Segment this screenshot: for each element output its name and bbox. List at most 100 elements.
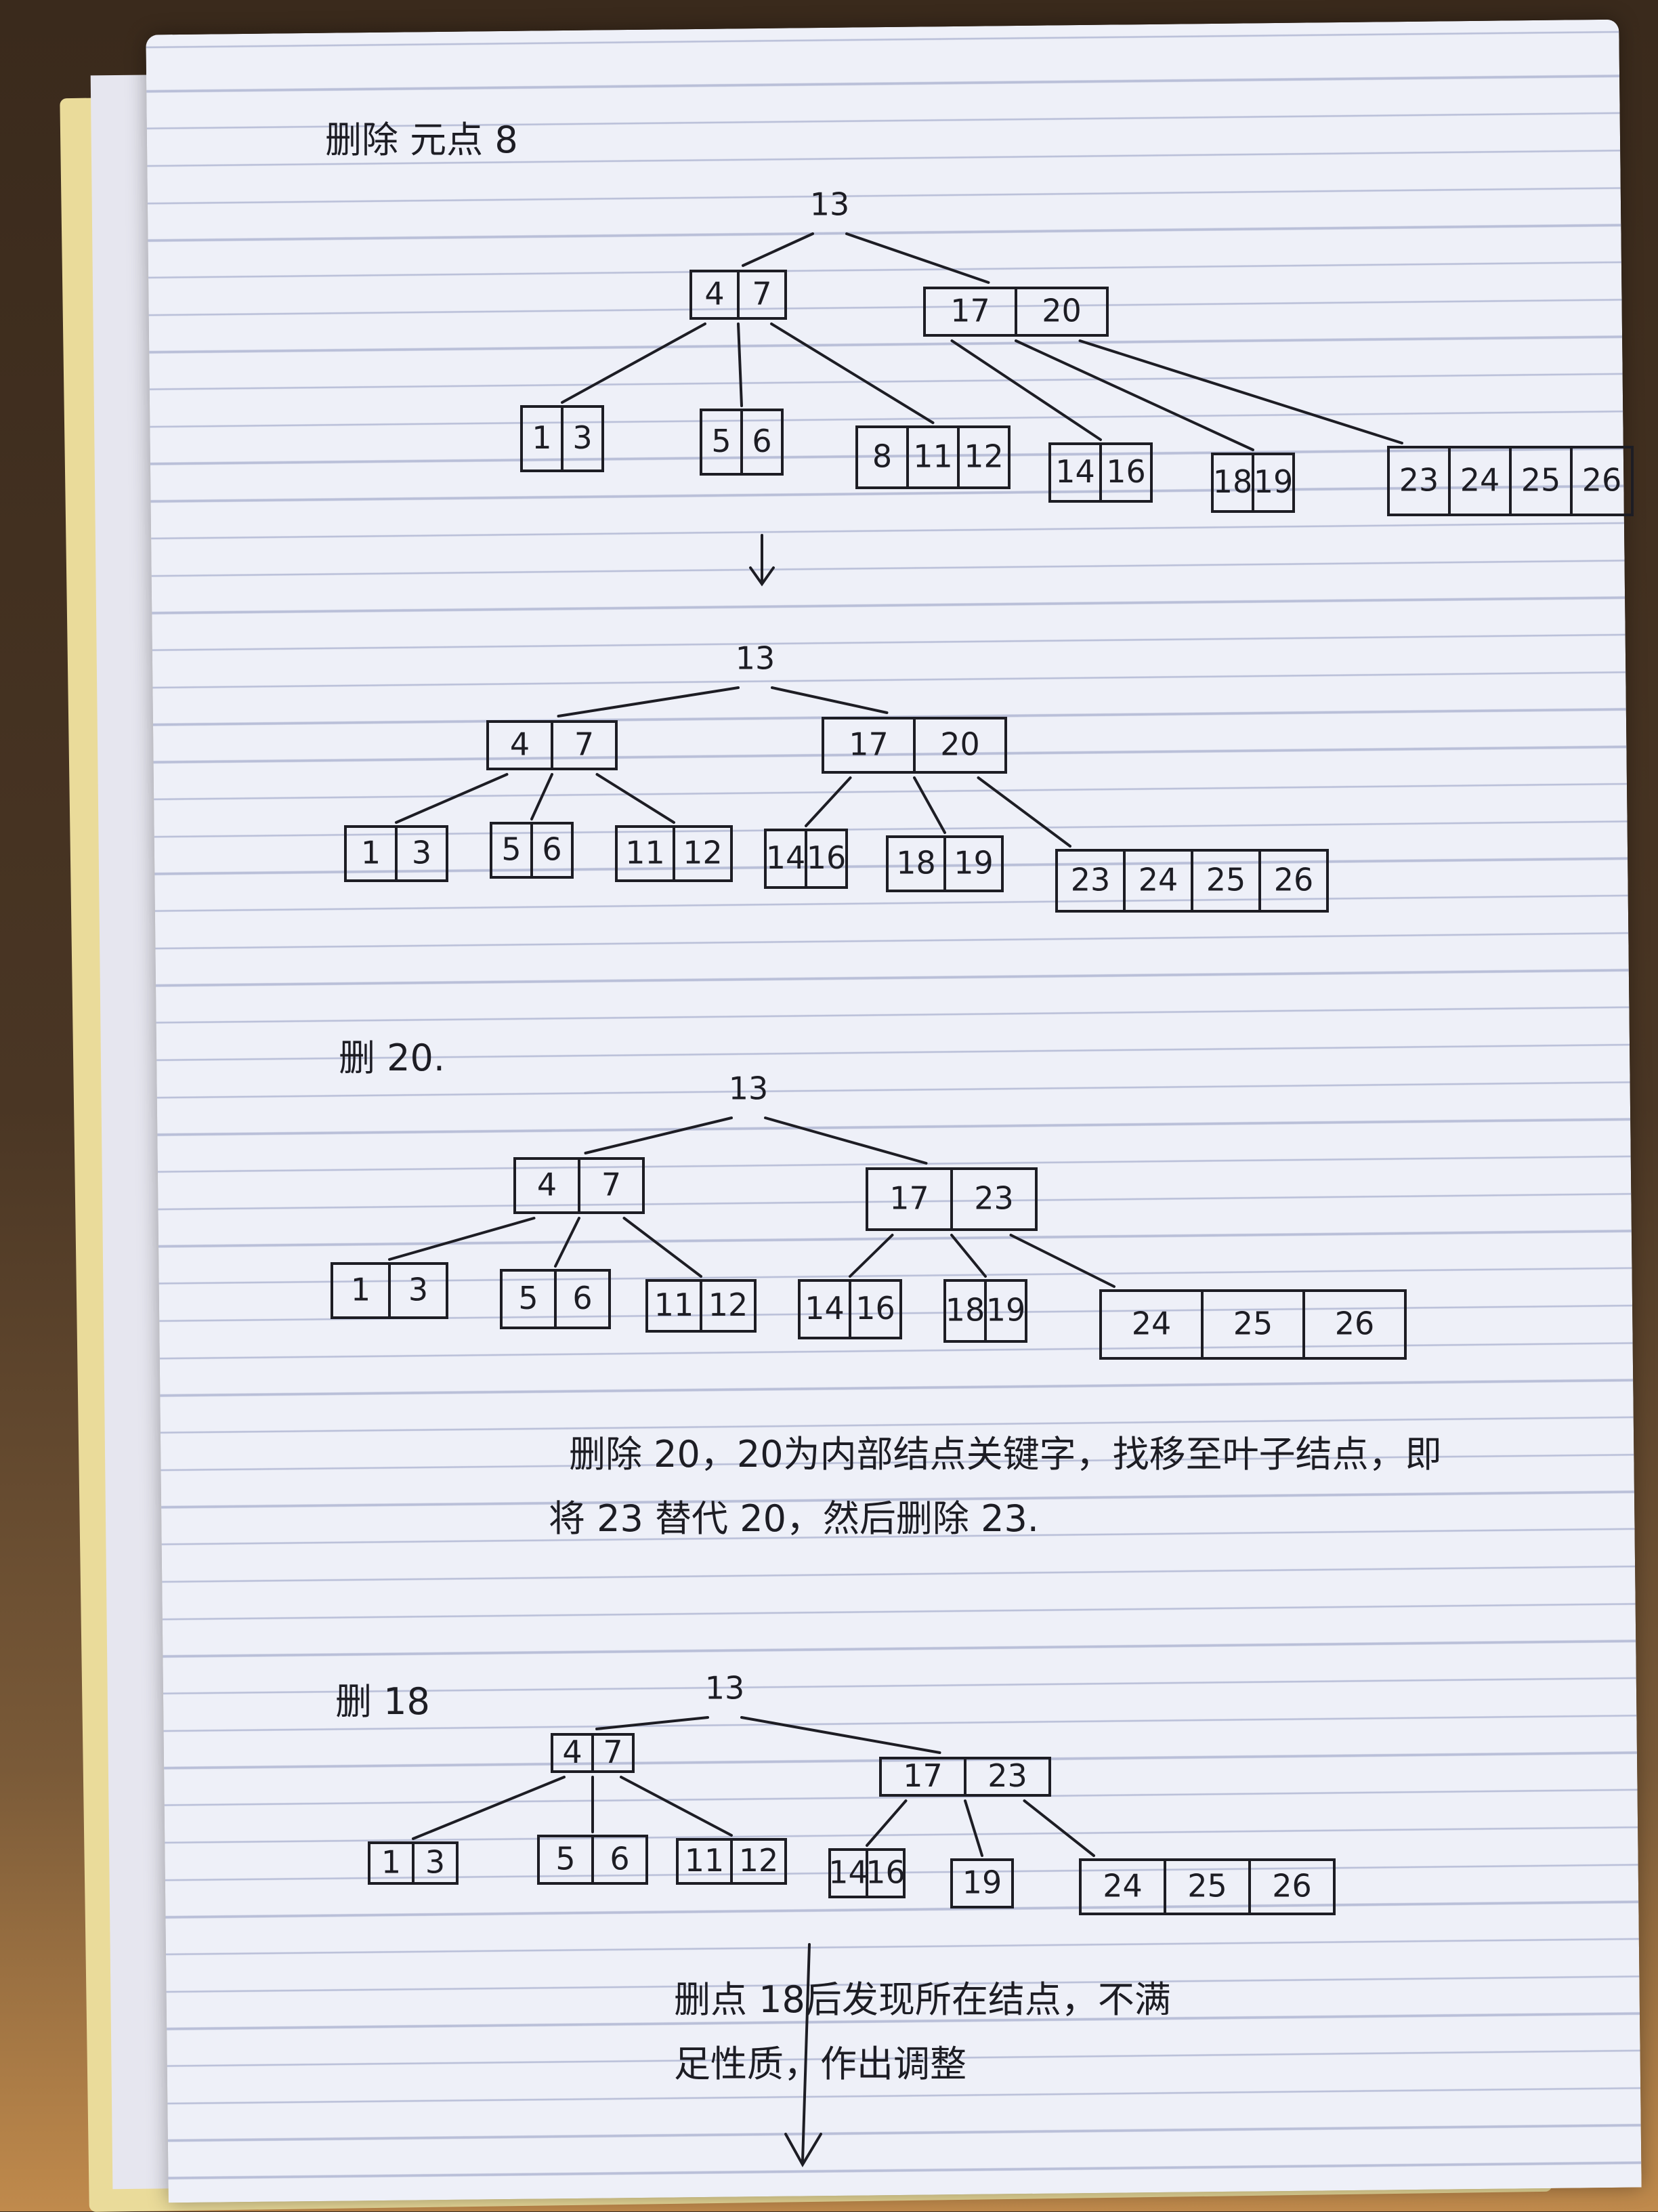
node-key: 24 xyxy=(1103,1868,1143,1904)
root-key: 13 xyxy=(729,1070,769,1107)
node-key: 14 xyxy=(805,1290,845,1327)
root-key: 13 xyxy=(810,186,850,223)
tree-edge xyxy=(388,1217,536,1261)
node-box xyxy=(855,425,1011,489)
leaf-node: 14 16 xyxy=(798,1279,902,1339)
node-key: 6 xyxy=(542,831,561,868)
tree-edge xyxy=(584,1117,733,1154)
tree-edge xyxy=(412,1776,566,1840)
heading-delete-18: 删 18 xyxy=(335,1680,430,1723)
node-key: 23 xyxy=(1399,462,1439,499)
node-key: 3 xyxy=(408,1272,428,1308)
leaf-node: 24 25 26 xyxy=(1079,1858,1336,1915)
node-key: 14 xyxy=(828,1854,868,1891)
tree-edge xyxy=(1009,1234,1115,1288)
root-key: 13 xyxy=(705,1670,745,1707)
leaf-node: 11 12 xyxy=(615,825,733,882)
tree-edge xyxy=(805,776,852,827)
tree-edge xyxy=(950,1234,987,1278)
node-key: 25 xyxy=(1233,1306,1273,1342)
node-key: 23 xyxy=(987,1757,1027,1794)
node-key: 18 xyxy=(896,845,936,881)
node-key: 3 xyxy=(425,1844,445,1881)
leaf-node: 11 12 xyxy=(676,1838,787,1885)
node-key: 4 xyxy=(562,1734,582,1770)
node-key: 16 xyxy=(807,839,847,876)
node-key: 11 xyxy=(625,835,665,871)
node-key: 19 xyxy=(954,845,994,881)
tree-edge xyxy=(913,776,946,834)
node-key: 20 xyxy=(940,726,980,763)
node-key: 6 xyxy=(572,1280,592,1316)
tree-edge xyxy=(530,773,553,820)
node-key: 11 xyxy=(913,438,953,475)
tree-edge xyxy=(771,686,889,714)
node-key: 16 xyxy=(855,1290,895,1327)
node-key: 1 xyxy=(381,1844,401,1881)
tree-edge xyxy=(770,322,935,424)
tree-edge xyxy=(742,232,814,267)
tree-edge xyxy=(595,1716,709,1730)
node-key: 25 xyxy=(1206,862,1246,898)
tree-edge xyxy=(764,1117,928,1165)
tree-edge xyxy=(1078,339,1403,444)
node-key: 11 xyxy=(685,1842,725,1879)
node-key: 18 xyxy=(1213,463,1253,500)
heading-delete-8: 删除 元点 8 xyxy=(325,119,518,161)
tree-edge xyxy=(740,1716,941,1754)
node-key: 20 xyxy=(1042,293,1082,329)
tree-edge xyxy=(1023,1799,1095,1857)
note-delete-20-line1: 删除 20，20为内部结点关键字，找移至叶子结点，即 xyxy=(569,1433,1442,1476)
tree-edge xyxy=(964,1799,983,1857)
node-key: 24 xyxy=(1139,862,1178,898)
node-key: 16 xyxy=(1106,453,1146,490)
node-key: 25 xyxy=(1187,1868,1227,1904)
node-key: 1 xyxy=(351,1272,370,1308)
node-key: 12 xyxy=(683,835,723,871)
tree-edge xyxy=(1015,339,1254,451)
tree-edge xyxy=(622,1217,702,1278)
node-key: 6 xyxy=(610,1841,629,1877)
node-key: 14 xyxy=(766,839,806,876)
tree-edge xyxy=(737,322,743,407)
leaf-node: 19 xyxy=(950,1858,1014,1908)
node-key: 7 xyxy=(603,1734,622,1770)
heading-delete-20: 删 20. xyxy=(339,1037,445,1079)
node-key: 5 xyxy=(518,1280,538,1316)
node-key: 4 xyxy=(510,726,530,763)
root-key: 13 xyxy=(736,640,775,677)
node-key: 24 xyxy=(1132,1306,1172,1342)
note-delete-18-line1: 删点 18后发现所在结点，不满 xyxy=(674,1978,1171,2021)
node-key: 12 xyxy=(964,438,1004,475)
node-key: 12 xyxy=(739,1842,779,1879)
node-key: 25 xyxy=(1521,462,1561,499)
node-key: 5 xyxy=(555,1841,575,1877)
node-key: 7 xyxy=(574,726,594,763)
tree-edge xyxy=(595,773,675,824)
node-key: 26 xyxy=(1272,1868,1312,1904)
node-key: 5 xyxy=(711,423,731,459)
